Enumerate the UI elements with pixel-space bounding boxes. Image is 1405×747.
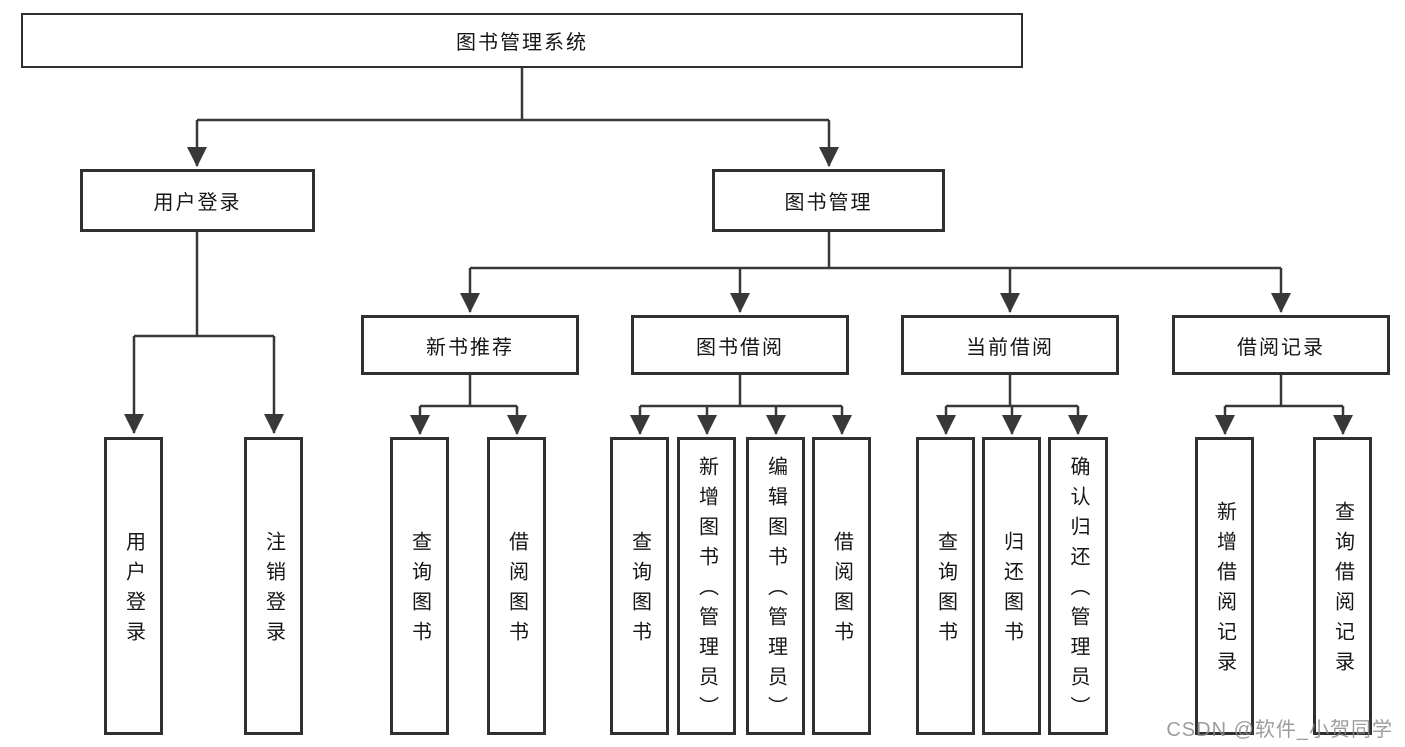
leaf-logout: 注销登录 bbox=[244, 437, 303, 735]
node-label: 借阅记录 bbox=[1237, 336, 1325, 359]
leaf-user-login: 用户登录 bbox=[104, 437, 163, 735]
node-label: 用户登录 bbox=[122, 531, 145, 651]
node-book-borrowing: 图书借阅 bbox=[631, 315, 849, 375]
node-label: 借阅图书 bbox=[505, 531, 528, 651]
node-label: 用户登录 bbox=[153, 192, 242, 214]
node-user-login-branch: 用户登录 bbox=[80, 169, 315, 232]
leaf-return-books: 归还图书 bbox=[982, 437, 1041, 735]
leaf-query-borrow-record: 查询借阅记录 bbox=[1313, 437, 1372, 735]
leaf-add-books-admin: 新增图书（管理员） bbox=[677, 437, 736, 735]
node-label: 新增图书（管理员） bbox=[695, 456, 718, 726]
leaf-query-books-borrowing: 查询图书 bbox=[610, 437, 669, 735]
leaf-query-books-recommend: 查询图书 bbox=[390, 437, 449, 735]
leaf-borrow-books-recommend: 借阅图书 bbox=[487, 437, 546, 735]
leaf-edit-books-admin: 编辑图书（管理员） bbox=[746, 437, 805, 735]
node-label: 当前借阅 bbox=[966, 336, 1054, 359]
node-label: 查询图书 bbox=[408, 531, 431, 651]
node-label: 查询借阅记录 bbox=[1331, 501, 1354, 681]
node-label: 图书管理 bbox=[784, 192, 873, 214]
node-library-management-system: 图书管理系统 bbox=[21, 13, 1023, 68]
node-book-management-branch: 图书管理 bbox=[712, 169, 945, 232]
node-label: 编辑图书（管理员） bbox=[764, 456, 787, 726]
node-label: 查询图书 bbox=[934, 531, 957, 651]
node-label: 新增借阅记录 bbox=[1213, 501, 1236, 681]
node-borrowing-records: 借阅记录 bbox=[1172, 315, 1390, 375]
node-current-borrowing: 当前借阅 bbox=[901, 315, 1119, 375]
node-label: 新书推荐 bbox=[426, 336, 514, 359]
node-label: 图书借阅 bbox=[696, 336, 784, 359]
node-label: 借阅图书 bbox=[830, 531, 853, 651]
leaf-query-books-current: 查询图书 bbox=[916, 437, 975, 735]
node-label: 归还图书 bbox=[1000, 531, 1023, 651]
leaf-confirm-return-admin: 确认归还（管理员） bbox=[1048, 437, 1108, 735]
node-label: 查询图书 bbox=[628, 531, 651, 651]
node-label: 图书管理系统 bbox=[456, 32, 588, 54]
node-new-book-recommendation: 新书推荐 bbox=[361, 315, 579, 375]
node-label: 确认归还（管理员） bbox=[1067, 456, 1089, 726]
node-label: 注销登录 bbox=[262, 531, 285, 651]
leaf-borrow-books-borrowing: 借阅图书 bbox=[812, 437, 871, 735]
csdn-watermark: CSDN @软件_小贺同学 bbox=[1166, 719, 1393, 741]
leaf-add-borrow-record: 新增借阅记录 bbox=[1195, 437, 1254, 735]
